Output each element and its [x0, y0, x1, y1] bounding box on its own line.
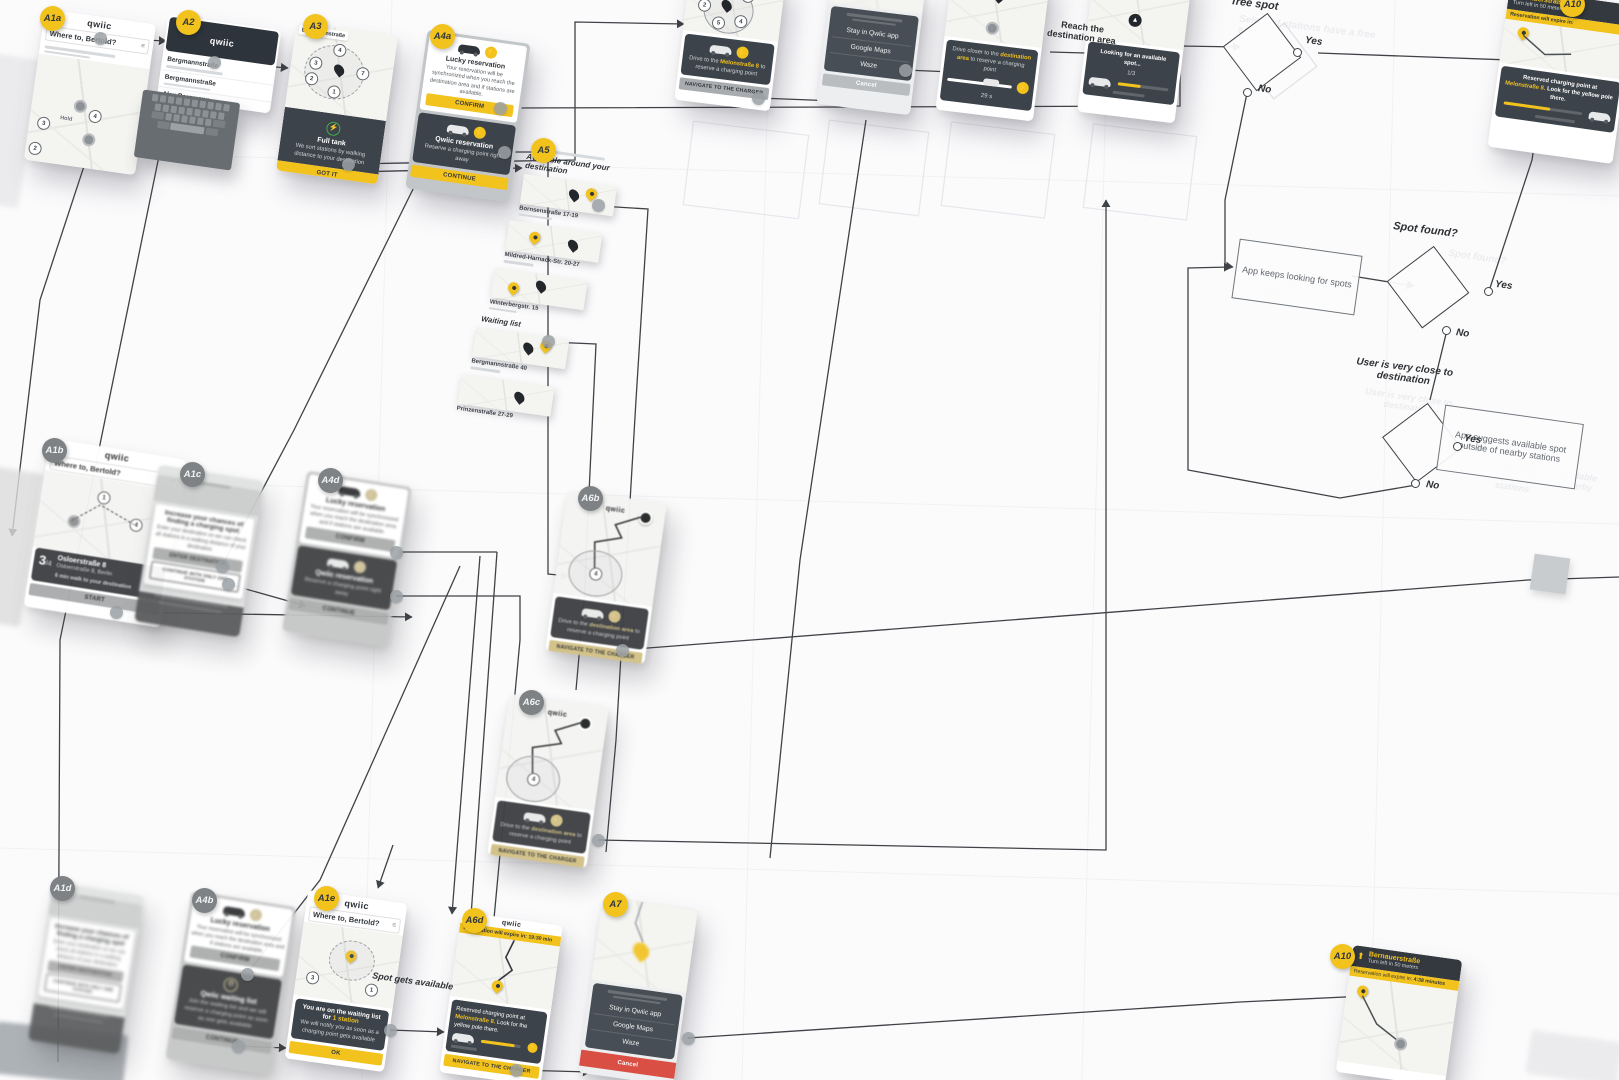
connector-node — [208, 56, 221, 69]
free-spot-yes: Yes — [1304, 34, 1324, 49]
station-pin: 3 — [36, 116, 52, 131]
connector-node — [510, 1064, 523, 1077]
connector-node — [390, 546, 403, 559]
decision-spot-found[interactable] — [1386, 245, 1470, 329]
badge-a4b[interactable]: A4b — [192, 888, 217, 913]
screen-a7[interactable]: Stay in Qwiic app Google Maps Waze Cance… — [578, 896, 698, 1080]
station-pin: 2 — [27, 141, 43, 156]
screen-a6c[interactable]: qwiic 4 ⚡ Drive to the destination area … — [487, 693, 609, 869]
waiting-list-card: ⏱ Qwiic waiting list Join the waiting li… — [173, 964, 283, 1039]
qwiic-logo: qwiic — [104, 450, 130, 464]
charge-icon: ⚡ — [472, 126, 487, 140]
badge-a6c[interactable]: A6c — [519, 690, 544, 715]
reserved-card: Reserved charging point at Melonstraße 8… — [445, 999, 548, 1065]
looking-card: Looking for an available spot... 1/3 — [1082, 41, 1181, 106]
connector-node — [94, 32, 107, 45]
car-icon — [457, 43, 481, 55]
screen-a6b[interactable]: qwiic 4 ⚡ Drive to the destination area … — [545, 489, 667, 665]
screen-a10[interactable]: ⬆ Bernauerstraße Turn left in 50 meters … — [1335, 944, 1463, 1080]
charge-icon: ⚡ — [325, 120, 342, 137]
map-a1a: 4 3 2 Hold — [23, 53, 150, 176]
connector-node — [222, 578, 235, 591]
qwiic-logo: qwiic — [343, 898, 370, 912]
drive-closer-card: Drive closer to the destination area to … — [939, 39, 1039, 111]
car-icon — [446, 124, 469, 136]
connector-node — [384, 1024, 397, 1037]
screen-drive-to-charger[interactable]: 32 54 1 ⚡ Drive to the Melonstraße 8 to … — [674, 0, 786, 112]
screen-a3[interactable]: Bergmannstraße 4 3 2 1 7 ⚡ Full tank We … — [276, 21, 398, 185]
diamond-yes-dot — [1293, 48, 1302, 57]
badge-a7[interactable]: A7 — [603, 892, 628, 917]
map-a6c: qwiic 4 — [495, 693, 609, 811]
badge-a3[interactable]: A3 — [303, 14, 328, 39]
free-spot-no: No — [1257, 83, 1272, 96]
screen-a6d[interactable]: qwiic Reservation will expire in: 19:30 … — [439, 911, 563, 1080]
map-a6d — [449, 932, 560, 1011]
screen-a10-top[interactable]: Bernauerstraße Turn left in 50 meters Re… — [1487, 0, 1619, 164]
map-a1b: 1 4 — [32, 469, 182, 569]
map-a3: Bergmannstraße 4 3 2 1 7 — [284, 21, 398, 121]
badge-a10-top[interactable]: A10 — [1560, 0, 1585, 17]
connector-node — [232, 1040, 245, 1053]
badge-a6d[interactable]: A6d — [462, 908, 487, 933]
station-pin: 4 — [87, 109, 103, 124]
decision-free-spot[interactable] — [1222, 12, 1302, 92]
screen-a4a[interactable]: ⚡ Lucky reservation Your reservation wil… — [405, 29, 531, 203]
badge-a1c[interactable]: A1c — [180, 462, 205, 487]
gray-node-patch — [1529, 553, 1571, 595]
badge-a4d[interactable]: A4d — [318, 468, 343, 493]
spot-found-no: No — [1455, 327, 1470, 340]
diamond-no-dot — [1243, 88, 1252, 97]
connector-node — [616, 644, 629, 657]
spot-found-yes: Yes — [1494, 278, 1514, 293]
drive-to-card: ⚡ Drive to the Melonstraße 8 to reserve … — [680, 33, 775, 85]
map-a6b: qwiic 4 — [553, 489, 667, 607]
qwiic-reservation-card: ⚡ Qwiic reservation Reserve a charging p… — [412, 112, 517, 175]
connector-node — [682, 1032, 695, 1045]
close-to-dest-yes: Yes — [1463, 432, 1483, 447]
connector-node — [110, 606, 123, 619]
badge-a10[interactable]: A10 — [1330, 944, 1355, 969]
location-dot — [81, 132, 97, 148]
badge-a4a[interactable]: A4a — [430, 24, 455, 49]
map-note: Hold — [59, 115, 73, 123]
diamond-no-dot — [1442, 326, 1451, 335]
screen-a1b[interactable]: qwiic Where to, Bertold?≡ 1 4 3/4 Osloer… — [23, 438, 187, 628]
connector-node — [752, 92, 765, 105]
diamond-yes-dot — [1453, 442, 1462, 451]
close-to-dest-no: No — [1425, 479, 1440, 492]
connector-node — [592, 834, 605, 847]
badge-a6b[interactable]: A6b — [578, 486, 603, 511]
badge-a1e[interactable]: A1e — [314, 886, 339, 911]
connector-node — [342, 158, 355, 171]
connector-node — [899, 64, 912, 77]
connector-node — [216, 560, 229, 573]
connector-node — [542, 335, 555, 348]
charge-icon: ⚡ — [483, 45, 498, 60]
diamond-yes-dot — [1484, 287, 1493, 296]
badge-a1b[interactable]: A1b — [42, 438, 67, 463]
badge-a2[interactable]: A2 — [176, 10, 201, 35]
screen-looking-for-spot[interactable]: ▲ Looking for an available spot... 1/3 — [1077, 0, 1193, 124]
qwiic-logo: qwiic — [501, 919, 522, 930]
screen-nav-dialog[interactable]: Stay in Qwiic app Google Maps Waze Cance… — [816, 0, 926, 116]
turn-arrow-icon: ⬆ — [1356, 950, 1366, 962]
map-a1e: 3 1 — [293, 921, 403, 1009]
badge-a1a[interactable]: A1a — [40, 6, 65, 31]
connector-node — [494, 102, 507, 115]
badge-a1d[interactable]: A1d — [50, 876, 75, 901]
keyboard[interactable] — [133, 89, 241, 171]
diamond-no-dot — [1411, 479, 1420, 488]
qwiic-logo: qwiic — [209, 35, 235, 49]
heading-icon: ▲ — [1127, 13, 1143, 28]
connector-node — [592, 199, 605, 212]
qwiic-logo: qwiic — [86, 18, 113, 32]
screen-drive-closer[interactable]: Drive closer to the destination area to … — [935, 0, 1051, 122]
filter-icon: ≡ — [140, 42, 146, 51]
connector-node — [498, 146, 511, 159]
badge-a5[interactable]: A5 — [531, 138, 556, 163]
location-dot — [73, 98, 88, 114]
connector-node — [241, 968, 254, 981]
connector-node — [390, 590, 403, 603]
